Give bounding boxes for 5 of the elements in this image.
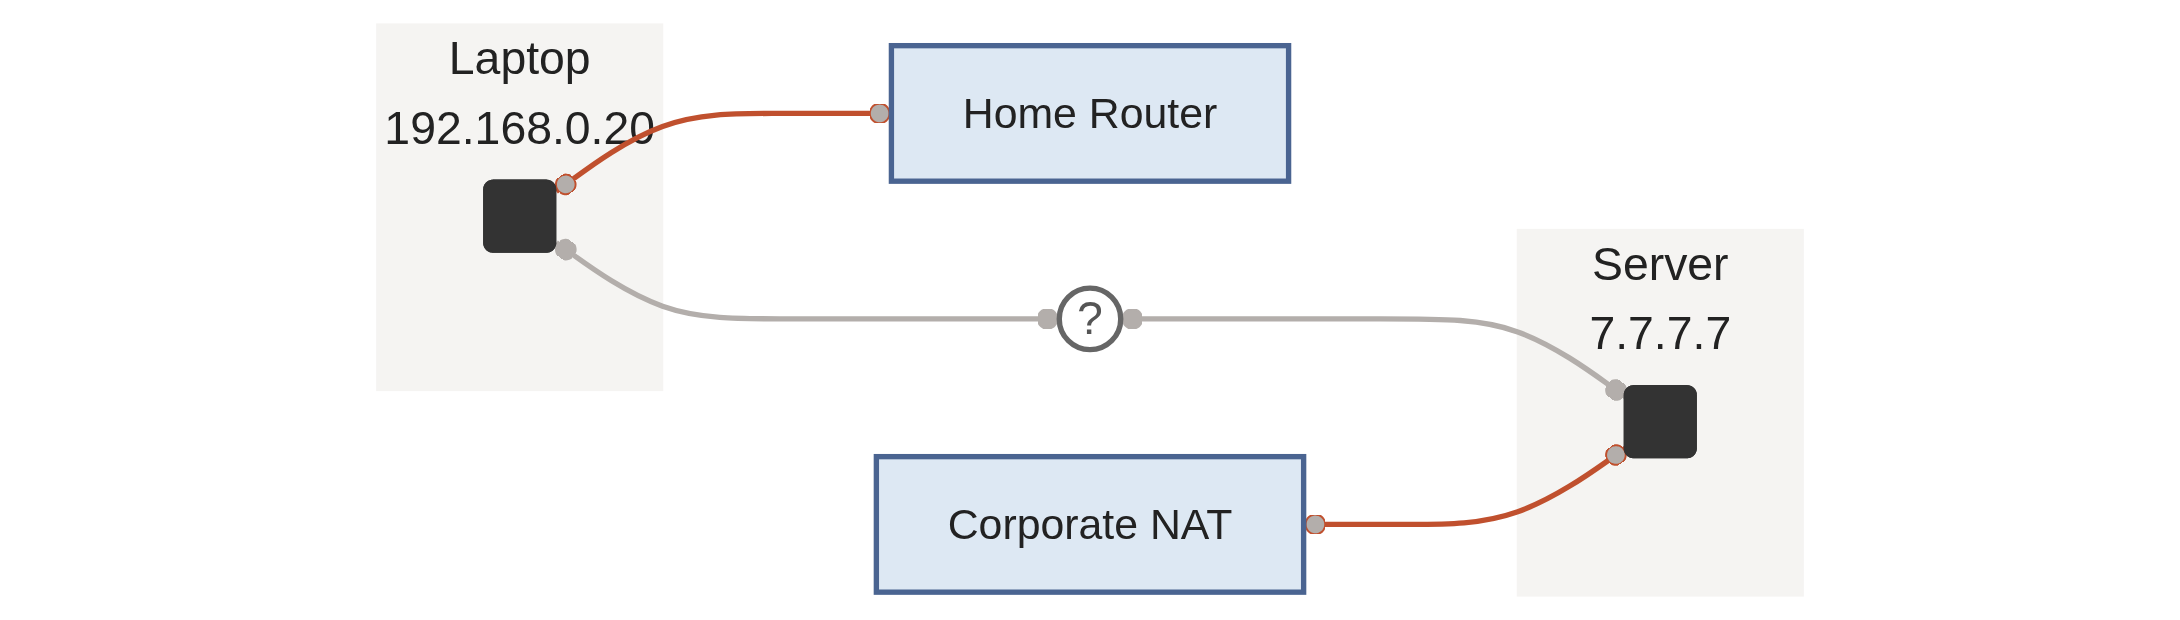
cluster: Server 7.7.7.7 [1516,228,1804,597]
cluster: Laptop 192.168.0.20 [376,23,664,392]
node-box: Home Router [888,43,1292,184]
node-box: Corporate NAT [873,453,1307,595]
node-circle: ? [1056,285,1124,353]
